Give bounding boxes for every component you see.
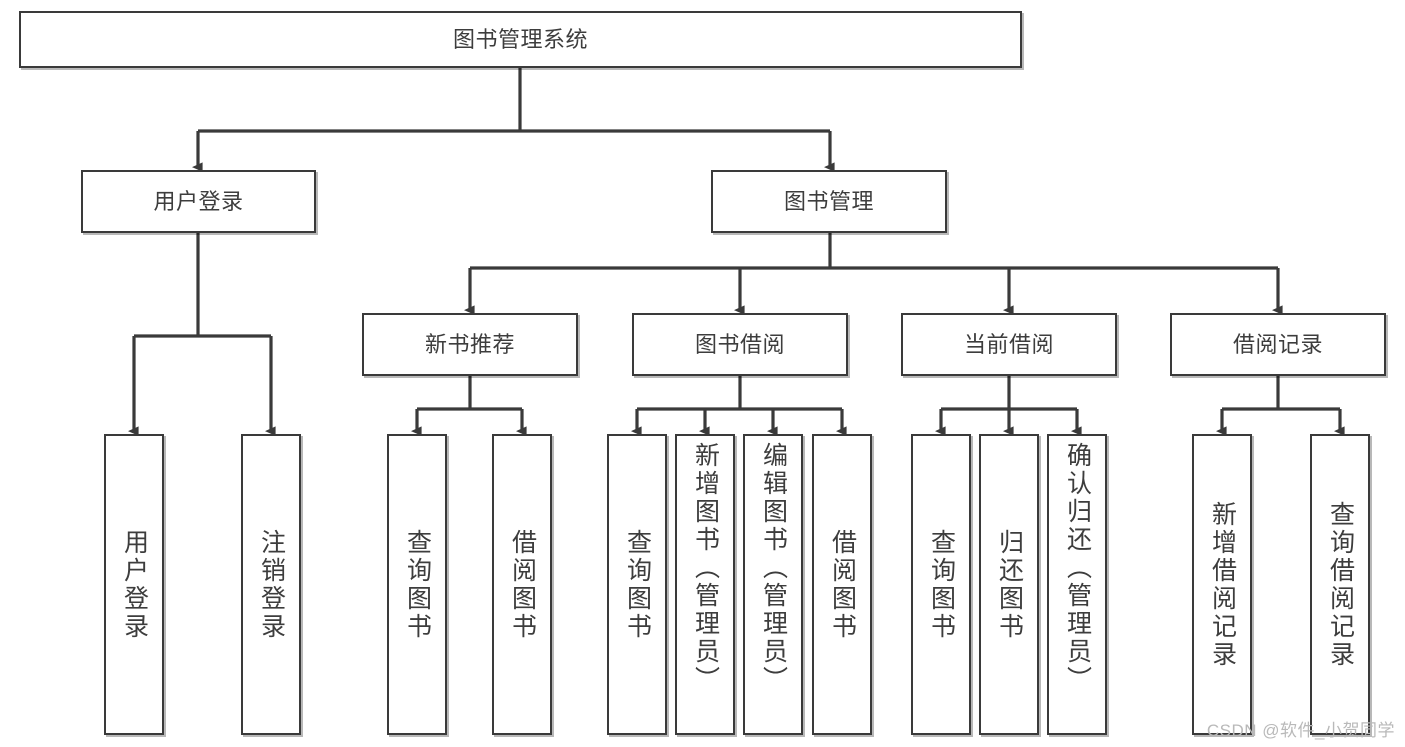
node-leaf-user-login-label: 用户登录 [120, 528, 149, 641]
node-leaf-confirm-return[interactable]: 确认归还（管理员） [1047, 434, 1107, 735]
node-leaf-query-book-2-label: 查询图书 [623, 528, 652, 641]
node-leaf-return-book[interactable]: 归还图书 [979, 434, 1039, 735]
node-leaf-borrow-book-2-label: 借阅图书 [828, 528, 857, 641]
node-user-login-label: 用户登录 [153, 188, 244, 214]
node-leaf-add-book-label: 新增图书（管理员） [691, 442, 720, 694]
node-leaf-query-book-2[interactable]: 查询图书 [607, 434, 667, 735]
node-leaf-query-book-3[interactable]: 查询图书 [911, 434, 971, 735]
node-current-borrow[interactable]: 当前借阅 [901, 313, 1117, 376]
node-current-borrow-label: 当前借阅 [963, 331, 1054, 357]
node-leaf-borrow-book-2[interactable]: 借阅图书 [812, 434, 872, 735]
node-new-book-rec[interactable]: 新书推荐 [362, 313, 578, 376]
node-leaf-add-record[interactable]: 新增借阅记录 [1192, 434, 1252, 735]
node-leaf-borrow-book-1[interactable]: 借阅图书 [492, 434, 552, 735]
node-leaf-query-record[interactable]: 查询借阅记录 [1310, 434, 1370, 735]
node-book-manage-label: 图书管理 [783, 188, 874, 214]
node-borrow-record[interactable]: 借阅记录 [1170, 313, 1386, 376]
node-book-borrow-label: 图书借阅 [694, 331, 785, 357]
node-leaf-edit-book[interactable]: 编辑图书（管理员） [743, 434, 803, 735]
node-user-login[interactable]: 用户登录 [81, 170, 316, 233]
node-leaf-confirm-return-label: 确认归还（管理员） [1063, 442, 1092, 694]
node-leaf-query-record-label: 查询借阅记录 [1326, 500, 1355, 669]
node-leaf-add-record-label: 新增借阅记录 [1208, 500, 1237, 669]
node-leaf-user-logout[interactable]: 注销登录 [241, 434, 301, 735]
node-leaf-query-book-1-label: 查询图书 [403, 528, 432, 641]
node-borrow-record-label: 借阅记录 [1232, 331, 1323, 357]
node-root[interactable]: 图书管理系统 [19, 11, 1022, 68]
node-leaf-borrow-book-1-label: 借阅图书 [508, 528, 537, 641]
node-leaf-add-book[interactable]: 新增图书（管理员） [675, 434, 735, 735]
node-leaf-query-book-3-label: 查询图书 [927, 528, 956, 641]
node-leaf-query-book-1[interactable]: 查询图书 [387, 434, 447, 735]
node-new-book-rec-label: 新书推荐 [424, 331, 515, 357]
node-book-borrow[interactable]: 图书借阅 [632, 313, 848, 376]
node-root-label: 图书管理系统 [452, 26, 588, 52]
node-leaf-user-logout-label: 注销登录 [257, 528, 286, 641]
node-leaf-user-login[interactable]: 用户登录 [104, 434, 164, 735]
node-leaf-return-book-label: 归还图书 [995, 528, 1024, 641]
node-leaf-edit-book-label: 编辑图书（管理员） [759, 442, 788, 694]
watermark: CSDN @软件_小贺同学 [1206, 721, 1395, 740]
node-book-manage[interactable]: 图书管理 [711, 170, 947, 233]
